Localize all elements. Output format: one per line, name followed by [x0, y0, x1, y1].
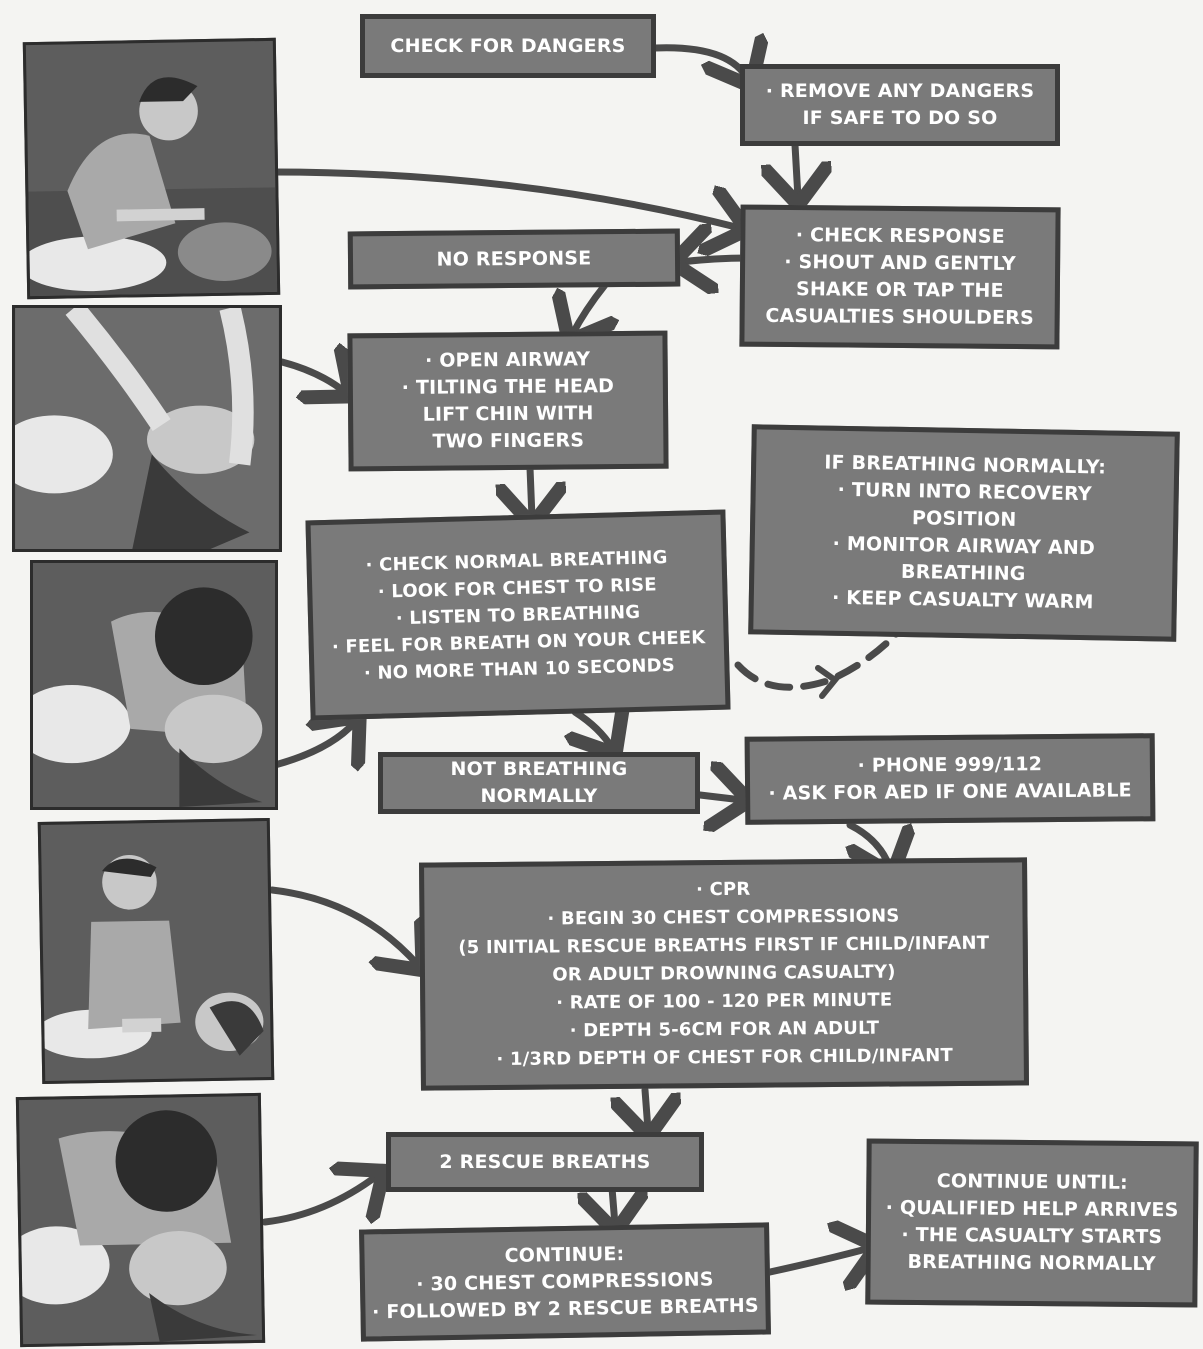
box-line: · CPR: [695, 878, 751, 901]
arrow-pic3-to-breathing: [271, 722, 355, 765]
box-line: · MONITOR AIRWAY AND: [832, 532, 1096, 560]
continue-until-box: CONTINUE UNTIL: · QUALIFIED HELP ARRIVES…: [865, 1138, 1199, 1308]
arrow-noresponse-to-airway: [572, 281, 605, 335]
box-line: · KEEP CASUALTY WARM: [831, 586, 1094, 614]
box-line: CHECK FOR DANGERS: [390, 34, 626, 57]
box-line: · SHOUT AND GENTLY: [784, 250, 1016, 276]
arrow-pic5-to-rescue: [261, 1175, 378, 1226]
box-line: CASUALTIES SHOULDERS: [765, 304, 1034, 330]
arrow-pic4-to-cpr: [268, 886, 418, 965]
not-breathing-normally-box: NOT BREATHING NORMALLY: [378, 752, 700, 814]
arrow-continue-to-until: [766, 1248, 870, 1272]
box-line: NORMALLY: [480, 785, 598, 807]
arrow-cpr-to-rescue: [645, 1086, 648, 1130]
box-line: BREATHING NORMALLY: [907, 1250, 1156, 1276]
phone-emergency-box: · PHONE 999/112 · ASK FOR AED IF ONE AVA…: [744, 733, 1156, 825]
check-response-box: · CHECK RESPONSE · SHOUT AND GENTLY SHAK…: [739, 204, 1061, 350]
box-line: POSITION: [911, 507, 1017, 531]
remove-dangers-box: · REMOVE ANY DANGERS IF SAFE TO DO SO: [740, 64, 1060, 146]
box-line: · REMOVE ANY DANGERS: [765, 80, 1035, 102]
box-line: · 1/3RD DEPTH OF CHEST FOR CHILD/INFANT: [496, 1045, 954, 1070]
box-line: SHAKE OR TAP THE: [795, 278, 1004, 302]
chest-compressions-illustration: [37, 817, 275, 1085]
box-line: · RATE OF 100 - 120 PER MINUTE: [556, 989, 893, 1014]
arrow-notbreathing-to-phone: [696, 795, 742, 800]
arrow-remove-to-response: [795, 141, 798, 198]
arrow-dangers-to-remove: [651, 48, 748, 80]
if-breathing-normally-box: IF BREATHING NORMALLY: · TURN INTO RECOV…: [748, 424, 1180, 642]
rescue-breaths-illustration: [15, 1092, 266, 1348]
arrow-airway-to-breathing: [530, 464, 532, 518]
box-line: (5 INITIAL RESCUE BREATHS FIRST IF CHILD…: [458, 932, 990, 959]
check-for-dangers-box: CHECK FOR DANGERS: [360, 14, 656, 78]
open-airway-illustration: [12, 305, 282, 552]
box-line: · QUALIFIED HELP ARRIVES: [885, 1196, 1179, 1222]
check-breathing-illustration: [30, 560, 278, 810]
box-line: CONTINUE UNTIL:: [936, 1170, 1128, 1194]
continue-box: CONTINUE: · 30 CHEST COMPRESSIONS · FOLL…: [359, 1222, 771, 1342]
box-line: · FOLLOWED BY 2 RESCUE BREATHS: [371, 1294, 759, 1323]
box-line: · DEPTH 5-6CM FOR AN ADULT: [569, 1017, 880, 1042]
box-line: · CHECK RESPONSE: [795, 224, 1005, 248]
arrow-breathing-dashed: [734, 626, 904, 691]
box-line: TWO FINGERS: [432, 429, 585, 453]
box-line: · BEGIN 30 CHEST COMPRESSIONS: [547, 905, 900, 930]
arrow-breathing-to-notbreathing: [575, 712, 612, 748]
check-normal-breathing-box: · CHECK NORMAL BREATHING · LOOK FOR CHES…: [305, 509, 731, 721]
box-line: · ASK FOR AED IF ONE AVAILABLE: [768, 779, 1132, 805]
arrow-pic1-to-response: [268, 168, 740, 228]
box-line: NOT BREATHING: [450, 758, 628, 780]
two-rescue-breaths-box: 2 RESCUE BREATHS: [386, 1132, 704, 1192]
box-line: BREATHING: [900, 560, 1026, 586]
box-line: 2 RESCUE BREATHS: [439, 1150, 651, 1173]
shake-shoulders-illustration: [22, 37, 281, 300]
no-response-box: NO RESPONSE: [347, 228, 681, 290]
box-line: IF SAFE TO DO SO: [802, 107, 998, 129]
box-line: LIFT CHIN WITH: [422, 402, 594, 426]
cpr-box: · CPR · BEGIN 30 CHEST COMPRESSIONS (5 I…: [419, 857, 1029, 1091]
box-line: NO RESPONSE: [436, 246, 592, 271]
box-line: CONTINUE:: [504, 1242, 625, 1267]
arrow-response-to-noresponse: [680, 258, 752, 262]
box-line: OR ADULT DROWNING CASUALTY): [552, 961, 896, 986]
box-line: · THE CASUALTY STARTS: [901, 1223, 1163, 1249]
open-airway-box: · OPEN AIRWAY · TILTING THE HEAD LIFT CH…: [347, 330, 669, 472]
box-line: · OPEN AIRWAY: [424, 348, 591, 372]
arrow-rescue-to-continue: [612, 1184, 615, 1225]
arrow-pic2-to-airway: [278, 362, 345, 392]
box-line: · TILTING THE HEAD: [401, 375, 615, 399]
box-line: · PHONE 999/112: [857, 753, 1043, 777]
box-line: · TURN INTO RECOVERY: [837, 478, 1093, 506]
